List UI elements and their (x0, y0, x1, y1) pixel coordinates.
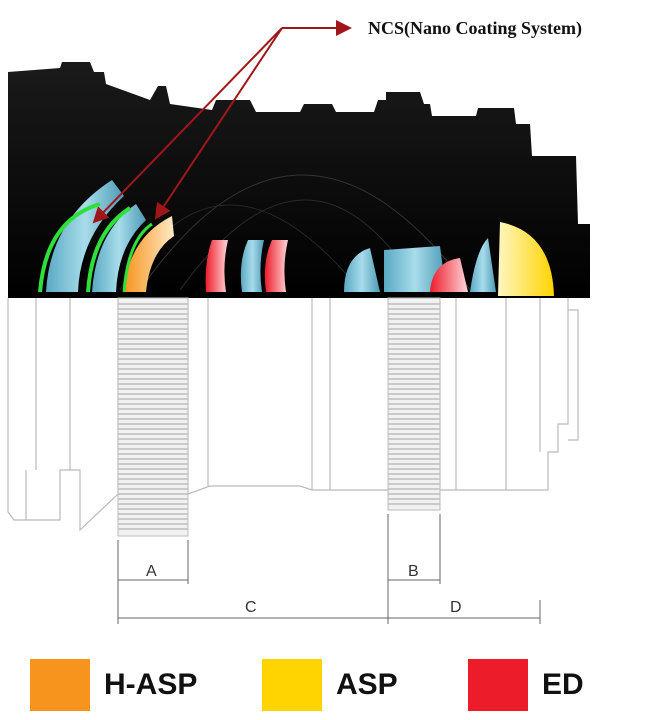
lens-element-3 (240, 240, 264, 292)
legend-swatch-asp (262, 659, 322, 711)
legend-label-asp: ASP (336, 668, 398, 701)
dimension-label-b: B (408, 563, 419, 580)
ncs-callout-label: NCS(Nano Coating System) (368, 18, 582, 39)
dimension-lines (117, 514, 541, 624)
lens-element-h-asp (124, 216, 174, 292)
legend-item-asp: ASP (262, 659, 398, 711)
legend-item-ed: ED (468, 659, 584, 711)
nano-coating-3 (122, 222, 153, 293)
legend-label-h-asp: H-ASP (104, 668, 198, 701)
zoom-ring-b (387, 297, 441, 511)
lens-element-6 (384, 246, 446, 292)
nano-coating-1 (38, 202, 101, 293)
lens-element-4 (264, 240, 288, 292)
legend-label-ed: ED (542, 668, 584, 701)
dimension-label-a: A (146, 563, 157, 580)
lens-element-7 (470, 238, 496, 292)
lens-barrel-outline (7, 298, 579, 532)
dimension-label-d: D (450, 599, 462, 616)
lens-element-ed-1 (205, 240, 228, 292)
nano-coating-2 (86, 206, 132, 293)
lens-element-5 (344, 248, 380, 292)
legend-swatch-ed (468, 659, 528, 711)
lens-element-asp (498, 222, 554, 296)
legend-swatch-h-asp (30, 659, 90, 711)
lens-element-ed-2 (430, 258, 468, 292)
lens-element-2 (92, 204, 146, 292)
focus-ring-a (117, 297, 189, 537)
optical-ray-arc (139, 174, 471, 291)
legend-item-h-asp: H-ASP (30, 659, 197, 711)
callout-arrow-to-element-2 (154, 27, 283, 220)
legend: H-ASP ASP ED (0, 655, 672, 715)
dimension-label-c: C (245, 599, 257, 616)
callout-arrow-to-element-1 (92, 27, 283, 224)
